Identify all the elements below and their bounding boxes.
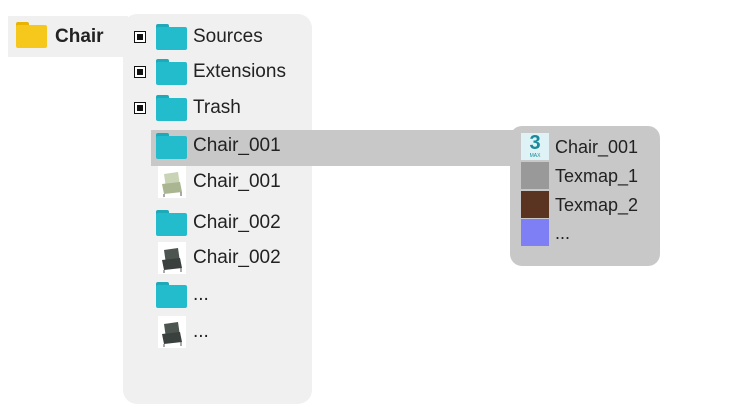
root-folder-label: Chair <box>55 26 104 47</box>
tree-item-label: ... <box>193 284 209 305</box>
folder-icon <box>156 24 187 50</box>
content-item[interactable]: ... <box>518 219 653 247</box>
tree-item[interactable]: Chair_001 <box>130 164 305 200</box>
tree-item[interactable]: Extensions <box>130 54 305 90</box>
tree-item-label: Sources <box>193 26 263 47</box>
tree-item[interactable]: Sources <box>130 19 305 55</box>
selected-row-highlight <box>151 130 521 166</box>
tree-item-label: Chair_002 <box>193 247 281 268</box>
folder-icon <box>156 210 187 236</box>
content-item-label: Texmap_2 <box>555 195 639 215</box>
folder-icon <box>156 133 187 159</box>
folder-tree-panel <box>123 14 312 404</box>
content-item[interactable]: Texmap_2 <box>518 191 653 219</box>
content-item[interactable]: Texmap_1 <box>518 162 653 190</box>
tree-item[interactable]: ... <box>130 314 305 350</box>
content-item-label: Texmap_1 <box>555 166 639 186</box>
tree-item-label: Trash <box>193 97 241 118</box>
root-folder-row[interactable]: Chair <box>8 16 128 57</box>
tree-item-label: Chair_002 <box>193 212 281 233</box>
folder-icon <box>16 22 47 48</box>
folder-icon <box>156 282 187 308</box>
tree-item-label: ... <box>193 321 209 342</box>
tree-item-label: Chair_001 <box>193 171 281 192</box>
folder-icon <box>156 95 187 121</box>
expand-toggle[interactable] <box>134 66 146 78</box>
chair-thumbnail-icon <box>158 242 186 274</box>
content-item-label: ... <box>555 223 571 243</box>
tree-item[interactable]: Trash <box>130 90 305 126</box>
tree-item-label: Extensions <box>193 61 286 82</box>
tree-item[interactable]: Chair_001 <box>130 128 305 164</box>
chair-thumbnail-icon <box>158 316 186 348</box>
tree-item[interactable]: Chair_002 <box>130 205 305 241</box>
tree-item[interactable]: Chair_002 <box>130 240 305 276</box>
expand-toggle[interactable] <box>134 31 146 43</box>
expand-toggle[interactable] <box>134 102 146 114</box>
texture-wood-icon <box>521 191 549 218</box>
chair-thumbnail-icon <box>158 166 186 198</box>
texture-blue-icon <box>521 219 549 246</box>
content-item-label: Chair_001 <box>555 137 639 157</box>
folder-icon <box>156 59 187 85</box>
texture-gray-icon <box>521 162 549 189</box>
tree-item[interactable]: ... <box>130 277 305 313</box>
tree-item-label: Chair_001 <box>193 135 281 156</box>
